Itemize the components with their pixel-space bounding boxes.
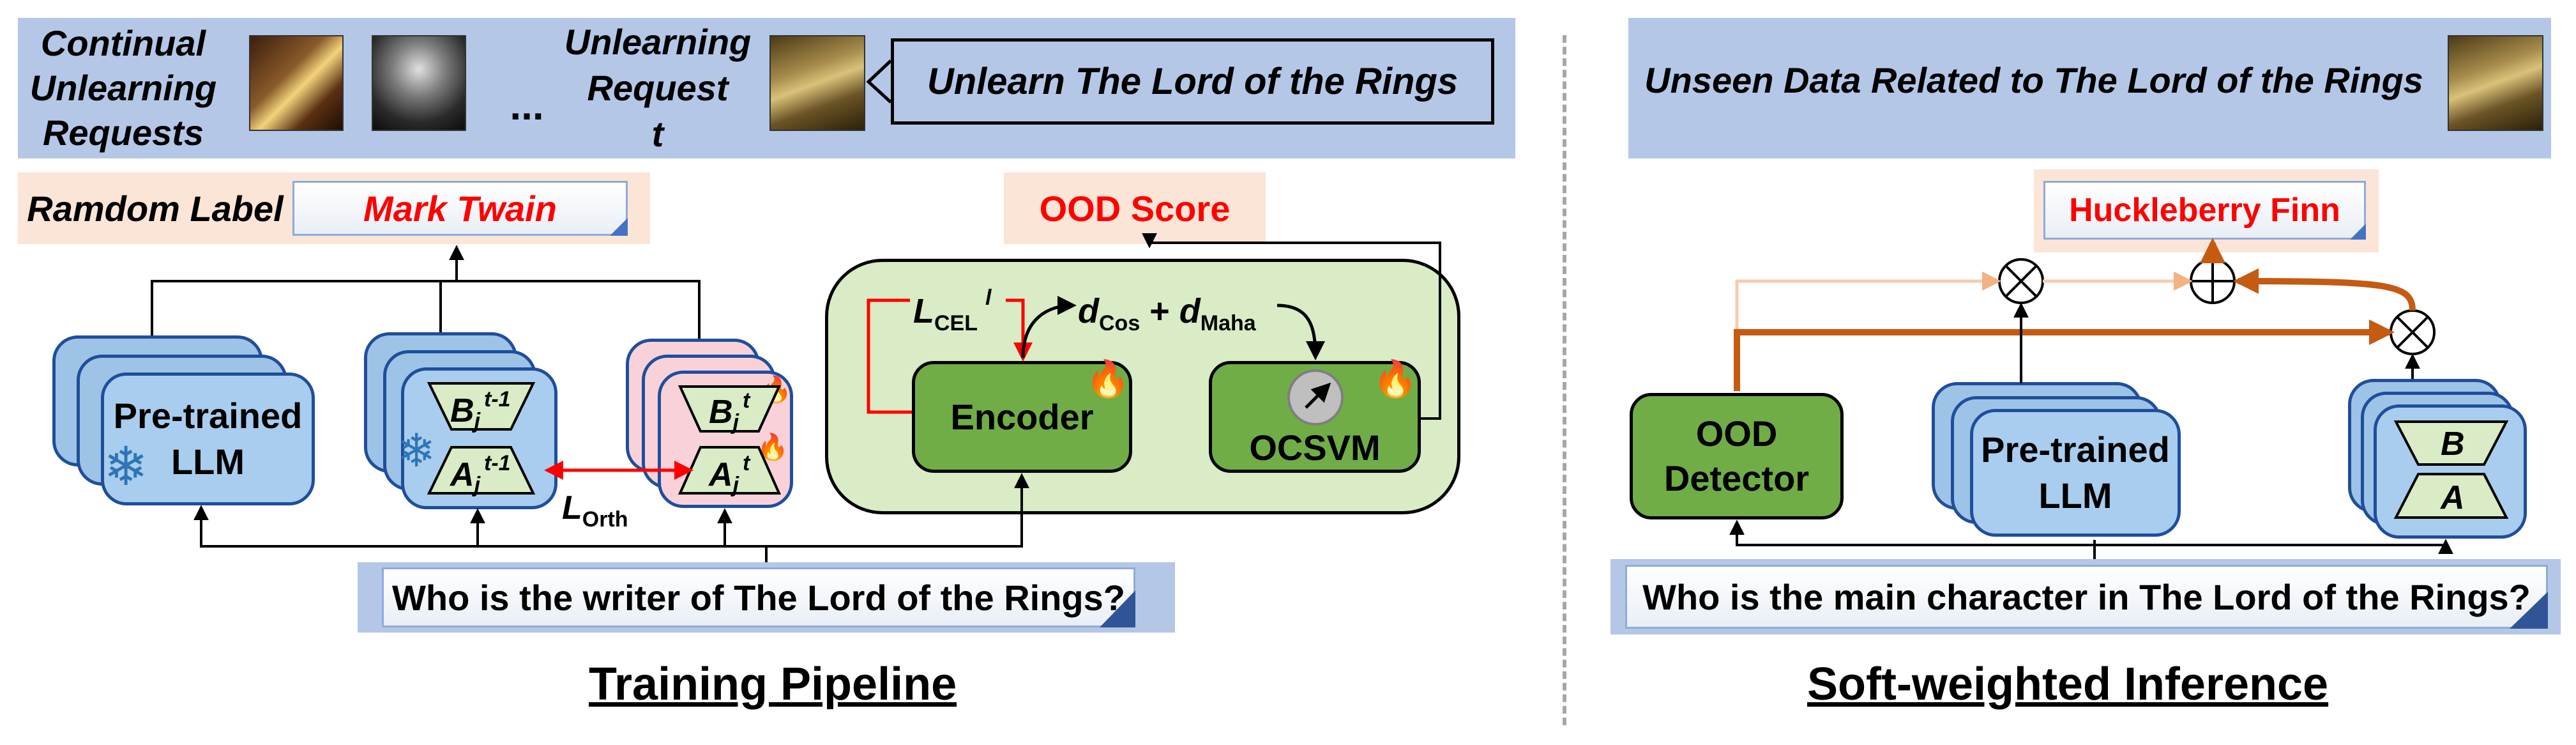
pretrained-llm-line-1: Pre-trained [113, 396, 303, 436]
right-pretrained-line-1: Pre-trained [1981, 429, 2170, 470]
request-t-line-2: Request [587, 68, 729, 108]
random-label-value: Mark Twain [292, 181, 628, 236]
training-pipeline-title: Training Pipeline [589, 659, 957, 710]
ood-score-label: OOD Score [1004, 173, 1266, 244]
ocsvm-trainable-flame-icon: 🔥 [1373, 358, 1418, 399]
right-top-band-text: Unseen Data Related to The Lord of the R… [1644, 60, 2423, 100]
right-query-text: Who is the main character in The Lord of… [1625, 565, 2548, 629]
output-label-value: Huckleberry Finn [2043, 181, 2366, 240]
lord-of-the-rings-poster-thumbnail [769, 35, 865, 131]
soft-weighted-inference-title: Soft-weighted Inference [1807, 659, 2329, 710]
mult2-to-add [2233, 268, 2416, 311]
right-adapter-box [2374, 404, 2527, 539]
new-adapter-a-flame-icon: 🔥 [757, 433, 789, 461]
ood-detector-box: OOD Detector [1630, 393, 1844, 519]
old-adapter-snowflake-icon: ❄ [397, 426, 436, 477]
frozen-snowflake-icon: ❄ [103, 436, 149, 496]
continual-requests-text: Continual Unlearning Requests [18, 14, 229, 162]
llm-output-line [151, 280, 701, 339]
ood-detector-line-2: Detector [1663, 458, 1810, 498]
new-adapter-b-flame-icon: 🔥 [760, 376, 792, 404]
encoder-trainable-flame-icon: 🔥 [1086, 358, 1130, 399]
continual-requests-line-1: Continual [40, 23, 206, 63]
pretrained-llm-box: Pre-trained LLM [101, 372, 315, 505]
l-orth-label: LOrth [562, 489, 628, 532]
random-label-caption: Ramdom Label [27, 188, 284, 229]
unlearn-callout: Unlearn The Lord of the Rings [891, 38, 1494, 125]
pretrained-llm-line-2: LLM [170, 442, 245, 482]
right-top-band [1628, 18, 2551, 158]
ellipsis-text: ... [510, 82, 544, 128]
ood-detector-line-1: OOD [1695, 413, 1778, 454]
star-wars-poster-thumbnail [372, 35, 466, 131]
weight-complement-path [1735, 272, 2001, 335]
section-divider [1563, 35, 1566, 725]
continual-requests-line-2: Unlearning [29, 68, 217, 108]
left-query-text: Who is the writer of The Lord of the Rin… [382, 567, 1135, 627]
continual-requests-line-3: Requests [42, 112, 204, 153]
request-t-line-1: Unlearning [564, 22, 752, 62]
unlearning-request-t-text: Unlearning Request t [562, 14, 754, 162]
lord-of-the-rings-poster-thumbnail-right [2448, 35, 2543, 131]
multiply-operator-2-icon [2390, 309, 2436, 355]
multiply-operator-1-icon [1998, 258, 2044, 304]
request-t-line-3: t [651, 114, 664, 154]
encoder-box: Encoder [912, 361, 1132, 473]
right-pretrained-llm-box: Pre-trained LLM [1970, 409, 2181, 537]
right-query-to-adapter [2095, 539, 2453, 555]
right-pretrained-line-2: LLM [2038, 475, 2112, 516]
add-operator-icon [2190, 258, 2236, 304]
harry-potter-poster-thumbnail [249, 35, 344, 131]
ocsvm-label: OCSVM [1249, 427, 1381, 468]
query-distribution-line [193, 505, 768, 562]
